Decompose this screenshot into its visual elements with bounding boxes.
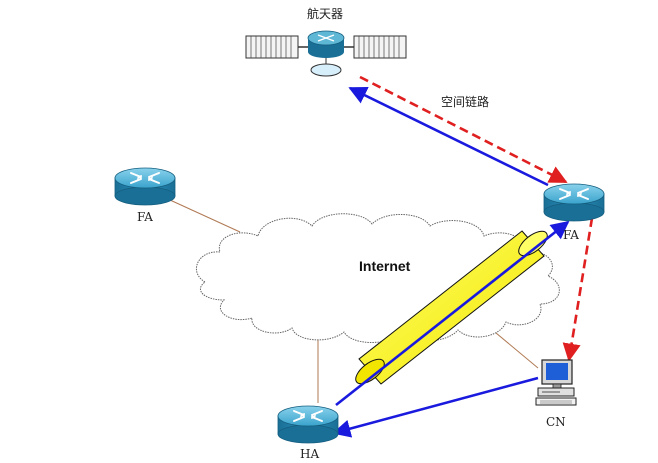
blue-data-path [332,86,570,438]
router-icon-fa-right [543,183,605,222]
cn-label: CN [546,415,566,429]
red-dashed-path [359,75,594,362]
ha-label: HA [300,447,320,461]
internet-label: Internet [359,258,411,274]
router-icon-ha [277,405,339,444]
satellite-label: 航天器 [307,7,344,21]
satellite-icon [245,30,407,77]
fa-right-label: FA [563,228,579,242]
fa-left-label: FA [137,210,153,224]
router-icon-fa-left [114,167,176,206]
space-link-label: 空间链路 [441,95,490,109]
computer-icon [535,359,577,406]
